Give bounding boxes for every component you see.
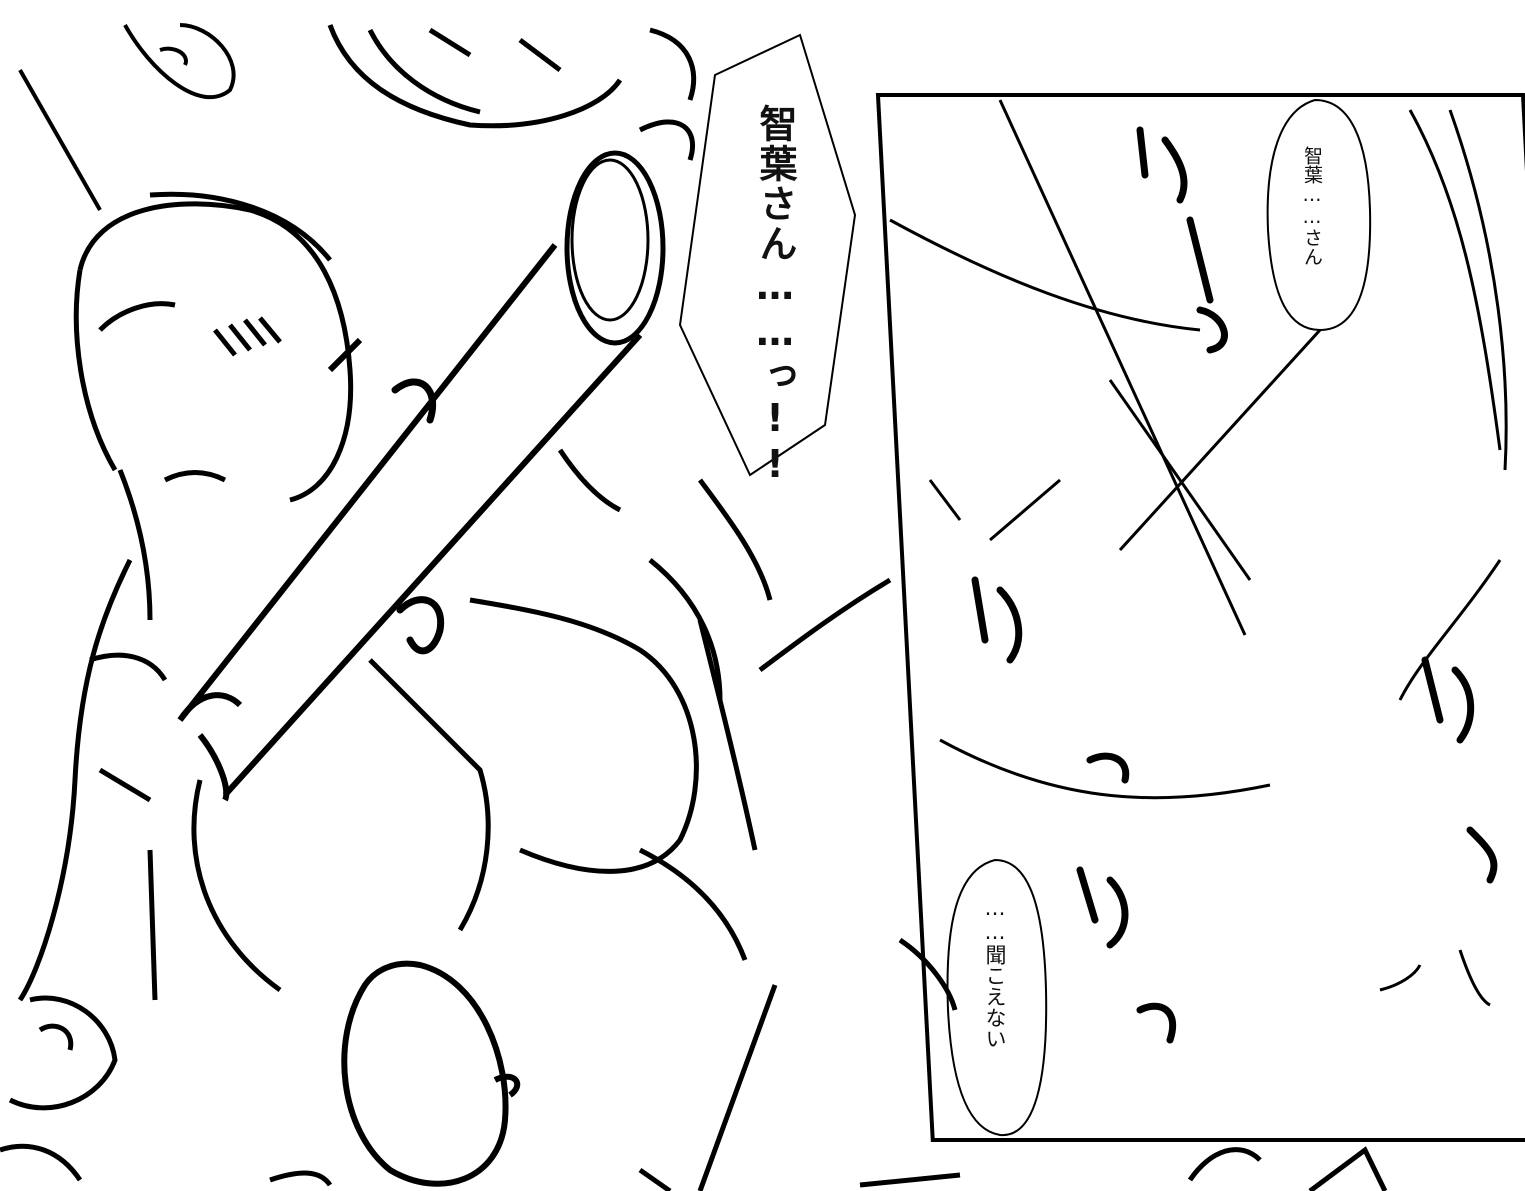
- panel-right: [875, 93, 1525, 1142]
- figure-top-head: [327, 24, 697, 161]
- sfx-bubble-top-left: [123, 23, 236, 99]
- figure-left-body: [0, 558, 168, 1182]
- speech-bubble-shout: [678, 33, 857, 477]
- sfx-bubble-bottom: [341, 960, 521, 1187]
- speech-text-whisper: 智葉……さん: [1301, 146, 1323, 266]
- figure-left-head: [73, 191, 354, 621]
- line-art: [18, 69, 102, 211]
- speech-bubble-whisper: [1266, 98, 1372, 332]
- bottom-strokes: [269, 937, 1388, 1191]
- speech-bubble-cant-hear: [946, 858, 1048, 1137]
- arm-band: [177, 243, 643, 802]
- figure-torso: [191, 448, 892, 993]
- panel-right-lines: [889, 99, 1508, 1007]
- speech-text-shout: 智葉さん……っ!!: [753, 104, 797, 488]
- speech-text-cant-hear: ……聞こえない: [983, 896, 1007, 1049]
- sfx-strokes: [391, 126, 1498, 1044]
- glasses-lens: [564, 150, 666, 346]
